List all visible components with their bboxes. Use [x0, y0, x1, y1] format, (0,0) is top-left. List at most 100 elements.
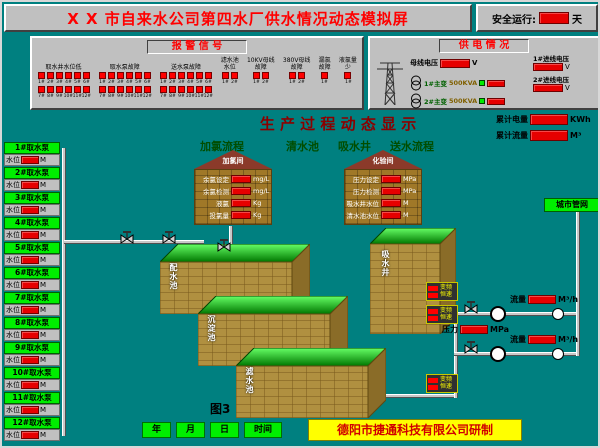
house-row-display [381, 199, 401, 207]
transformer-display [487, 97, 506, 105]
flow-unit: M³/h [558, 295, 579, 304]
pump-mode-row: 变频 [428, 377, 456, 383]
house-row-display [231, 199, 251, 207]
valve-icon[interactable] [464, 300, 478, 315]
alarm-lamp-icon [195, 72, 203, 79]
alarm-lamp-icon [261, 72, 269, 79]
intake-pump-name[interactable]: 8#取水泵 [4, 317, 60, 329]
alarm-indicator-number: 12# [81, 93, 91, 99]
intake-pump-name[interactable]: 9#取水泵 [4, 342, 60, 354]
alarm-indicator: 3# [55, 72, 63, 85]
alarm-indicator: 4# [64, 72, 72, 85]
bus-voltage-display [440, 58, 470, 68]
alarm-indicator: 4# [186, 72, 194, 85]
process-title: 生 产 过 程 动 态 显 示 [259, 115, 417, 133]
pump-mode-lamp [428, 377, 438, 383]
pump-mode-label: 恒速 [440, 383, 453, 390]
intake-pump-name[interactable]: 2#取水泵 [4, 167, 60, 179]
flow-label: 流量 [510, 335, 526, 344]
pump-mode-lamp [428, 384, 438, 390]
alarm-lamp-icon [143, 72, 151, 79]
alarm-indicator-number: 2# [46, 79, 54, 85]
tank-label: 配水池 [169, 263, 178, 290]
alarm-indicator: 6# [143, 72, 151, 85]
feed-pipe [64, 240, 204, 244]
intake-pump-name[interactable]: 10#取水泵 [4, 367, 60, 379]
transformer-row-2: 2#主变 500KVA [410, 93, 506, 109]
alarm-indicator: 1# [159, 72, 167, 85]
alarm-indicator-number: 12# [203, 93, 214, 99]
alarm-indicator: 7# [159, 86, 167, 99]
total-flow-display [530, 130, 568, 141]
house-row-label: 压力检测 [353, 188, 379, 196]
transformer-row-1: 1#主变 500KVA [410, 75, 506, 91]
alarm-indicator-number: 1# [221, 79, 229, 85]
valve-icon[interactable] [162, 230, 176, 245]
intake-pump-name[interactable]: 5#取水泵 [4, 242, 60, 254]
intake-pump-name[interactable]: 12#取水泵 [4, 417, 60, 429]
flow-meter-icon [552, 348, 564, 360]
alarm-indicator: 8# [107, 86, 115, 99]
alarm-lamp-icon [204, 86, 212, 93]
alarm-indicator: 10# [186, 86, 195, 99]
intake-pump-name[interactable]: 6#取水泵 [4, 267, 60, 279]
alarm-lamp-icon [82, 86, 90, 93]
house-row-label: 吸水井水位 [346, 200, 380, 208]
alarm-indicator-number: 1# [288, 79, 296, 85]
alarm-indicator: 8# [168, 86, 176, 99]
alarm-indicator-grid: 1#2#3#4#5#6#7#8#9#10#11#12# [37, 72, 91, 99]
alarm-indicator: 11# [195, 86, 204, 99]
alarm-indicator-number: 7# [160, 93, 167, 99]
alarm-lamp-icon [288, 72, 296, 79]
intake-pump-name[interactable]: 7#取水泵 [4, 292, 60, 304]
lab-room-roof: 化验间 [344, 150, 422, 169]
house-row-label: 压力设定 [353, 176, 379, 184]
water-level-unit: M [40, 406, 47, 414]
stage-label-chlorination: 加氯流程 [200, 140, 244, 153]
alarm-indicator: 1# [221, 72, 229, 85]
incoming-voltage-display [533, 84, 563, 92]
alarm-indicator: 5# [195, 72, 203, 85]
alarm-indicator: 3# [116, 72, 124, 85]
intake-pump-name[interactable]: 3#取水泵 [4, 192, 60, 204]
total-flow-row: 累计流量 M³ [496, 130, 591, 141]
pump-mode-label: 变频 [440, 284, 453, 291]
water-level-unit: M [40, 381, 47, 389]
alarm-indicator: 2# [168, 72, 176, 85]
alarm-lamp-icon [64, 72, 72, 79]
alarm-lamp-icon [46, 72, 54, 79]
city-network-label: 城市管网 [544, 198, 598, 212]
total-energy-row: 累计电量 KWh [496, 114, 591, 125]
alarm-lamp-icon [297, 72, 305, 79]
water-level-label: 水位 [6, 381, 20, 389]
bus-voltage-unit: V [472, 59, 478, 67]
valve-icon[interactable] [120, 230, 134, 245]
breaker-icon[interactable] [479, 98, 486, 104]
delivery-pump-icon[interactable] [490, 346, 506, 362]
delivery-pump-icon[interactable] [490, 306, 506, 322]
figure-caption: 图3 [210, 402, 231, 416]
water-level-unit: M [40, 256, 47, 264]
valve-icon[interactable] [217, 238, 231, 253]
breaker-icon[interactable] [479, 80, 486, 86]
alarm-group-label: 液氯量 少 [338, 57, 357, 71]
intake-trunk-pipe [62, 148, 66, 436]
water-level-label: 水位 [6, 181, 20, 189]
intake-pump-name[interactable]: 1#取水泵 [4, 142, 60, 154]
intake-pump-name[interactable]: 4#取水泵 [4, 217, 60, 229]
alarm-indicator: 11# [72, 86, 82, 99]
flow-display [528, 295, 556, 304]
alarm-indicator-number: 1# [160, 79, 167, 85]
valve-icon[interactable] [464, 340, 478, 355]
bus-voltage-row: 母线电压 V [410, 58, 477, 68]
intake-pump-name[interactable]: 11#取水泵 [4, 392, 60, 404]
alarm-group-label: 送水泵故障 [170, 64, 201, 71]
alarm-indicator-grid: 1#2# [252, 72, 269, 85]
pump-mode-widget: 变频恒速 [426, 305, 458, 324]
incoming-voltage-block: 1#进线电压 V 2#进线电压 V [533, 53, 595, 95]
